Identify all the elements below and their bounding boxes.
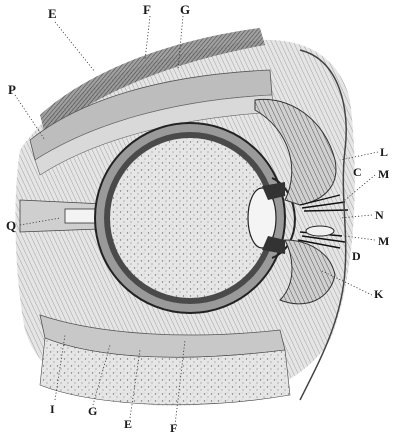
label-d: D — [352, 249, 361, 263]
vitreous-body — [110, 138, 270, 298]
label-e-top: E — [48, 6, 57, 21]
leader-e-top — [55, 22, 95, 72]
label-c: C — [353, 165, 362, 179]
label-n: N — [375, 208, 384, 222]
tarsal-gland — [306, 226, 334, 236]
label-k: K — [374, 287, 384, 301]
leader-p — [15, 95, 45, 140]
label-g-top: G — [180, 2, 190, 17]
label-p: P — [8, 82, 16, 97]
label-f-bottom: F — [170, 421, 177, 434]
label-m-upper: M — [378, 167, 389, 181]
label-i: I — [50, 402, 55, 416]
label-l: L — [380, 145, 388, 159]
label-q: Q — [6, 218, 16, 233]
leader-f-top — [145, 16, 150, 60]
label-f-top: F — [143, 2, 151, 17]
label-e-bottom: E — [124, 417, 132, 431]
label-m-lower: M — [378, 234, 389, 248]
label-g-bottom: G — [88, 404, 97, 418]
